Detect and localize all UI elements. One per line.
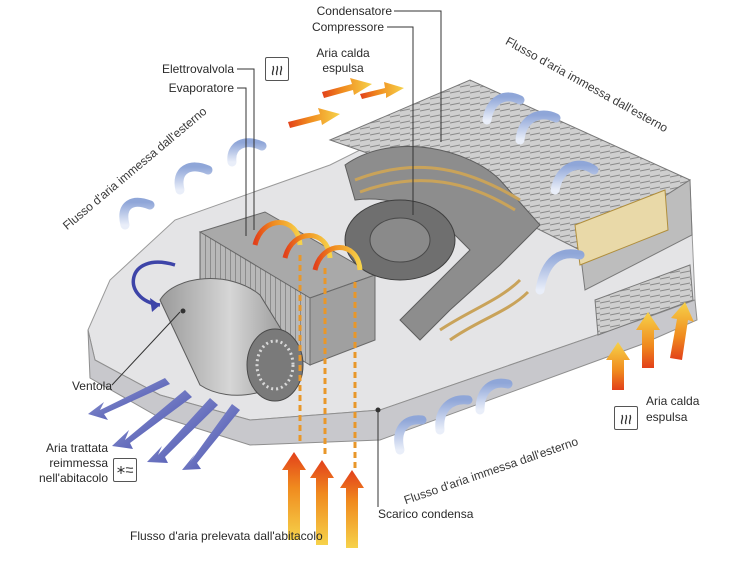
- aria-calda-top-line1: Aria calda: [316, 46, 370, 60]
- leader-lines: [111, 10, 442, 507]
- outside-air-arrows: [119, 92, 599, 455]
- aria-trattata-line2: reimmessa: [49, 456, 108, 470]
- top-exhaust-arrows: [288, 78, 404, 128]
- snowflake-airflow-icon: [113, 458, 137, 482]
- heat-waves-icon: [265, 57, 289, 81]
- ventola-label: Ventola: [71, 379, 112, 393]
- side-vent: [594, 264, 694, 336]
- compressore-label: Compressore: [311, 20, 384, 34]
- aria-calda-right-line2: espulsa: [646, 410, 688, 424]
- side-exhaust-arrows: [606, 302, 694, 390]
- cabin-intake-columns: [298, 255, 357, 470]
- elettrovalvola-label: Elettrovalvola: [161, 62, 234, 76]
- aria-trattata-line3: nell'abitacolo: [38, 471, 108, 485]
- flusso-abitacolo-label: Flusso d'aria prelevata dall'abitacolo: [130, 529, 323, 543]
- hot-coil-arcs: [252, 220, 363, 271]
- aria-trattata-line1: Aria trattata: [45, 441, 108, 455]
- fan-swirl-arrow: [131, 260, 176, 307]
- cabin-intake-arrows: [282, 452, 364, 548]
- treated-air-arrows: [88, 378, 240, 470]
- fan-intake: [246, 328, 304, 402]
- refrigerant-pipes: [354, 165, 530, 342]
- aria-calda-top-line2: espulsa: [322, 61, 364, 75]
- condensatore-label: Condensatore: [316, 4, 392, 18]
- evaporatore-label: Evaporatore: [168, 81, 234, 95]
- scarico-condensa-label: Scarico condensa: [378, 507, 474, 521]
- aria-calda-right-line1: Aria calda: [646, 394, 700, 408]
- heat-waves-icon: [614, 406, 638, 430]
